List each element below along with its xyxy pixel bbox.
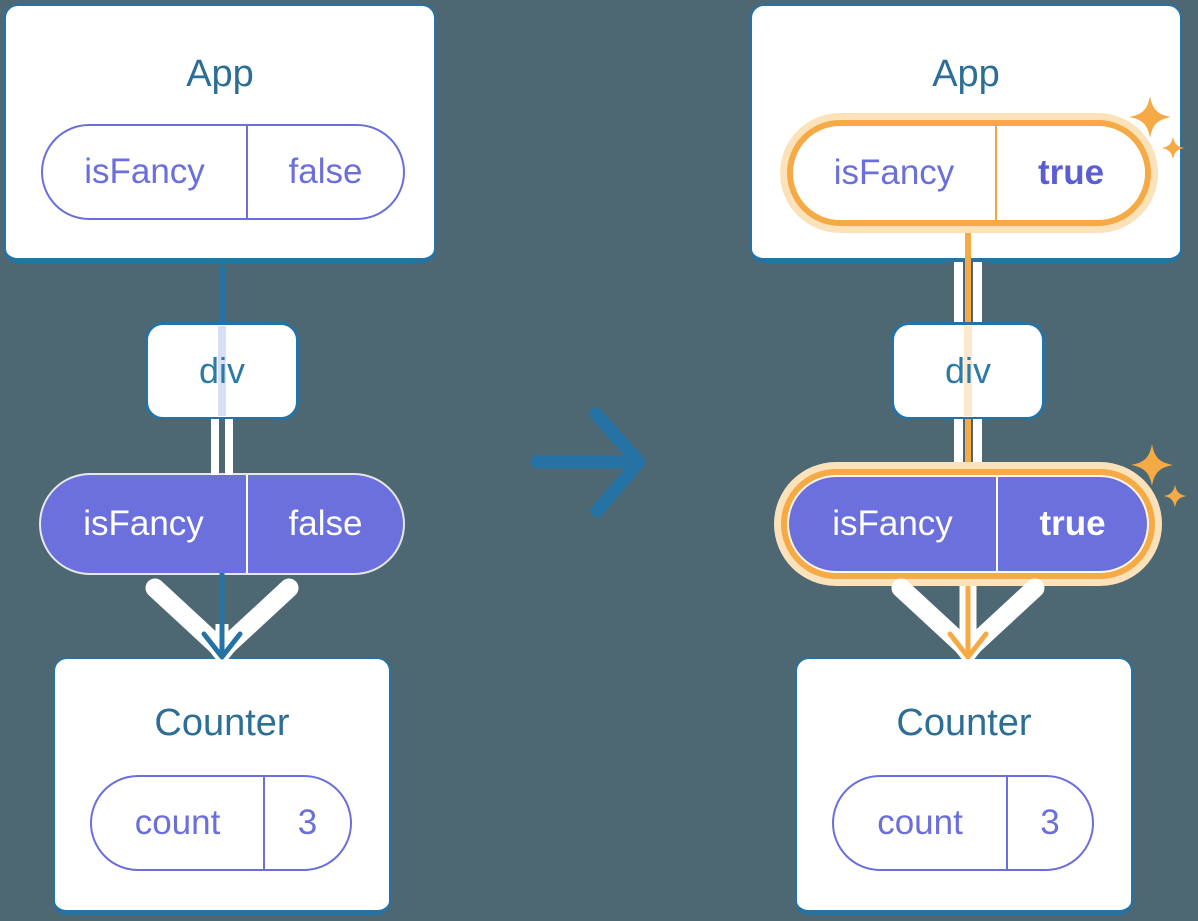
- edge-through-div: [218, 326, 226, 416]
- state-pill-highlighted: isFancy true: [787, 120, 1151, 226]
- state-flow-line: [954, 262, 963, 324]
- prop-key: isFancy: [41, 475, 248, 573]
- count-pill: count 3: [832, 775, 1094, 871]
- down-arrow-icon: [145, 573, 299, 663]
- state-flow-line: [965, 419, 971, 471]
- prop-value: true: [1039, 504, 1106, 543]
- prop-pipe: [211, 419, 219, 477]
- tree-edge: [219, 265, 225, 325]
- prop-pipe: [225, 419, 233, 477]
- count-value: 3: [1040, 803, 1060, 842]
- count-value: 3: [297, 803, 318, 842]
- state-flow-line: [954, 419, 963, 471]
- count-key: count: [834, 777, 1008, 869]
- state-flow-line: [973, 419, 982, 471]
- count-pill: count 3: [90, 775, 352, 871]
- prop-pill-highlighted: isFancy true: [789, 477, 1147, 571]
- state-flow-line: [973, 262, 982, 324]
- counter-title: Counter: [896, 702, 1032, 744]
- prop-value: false: [288, 504, 363, 543]
- div-label: div: [198, 350, 246, 391]
- prop-key: isFancy: [789, 477, 998, 571]
- div-label: div: [944, 350, 992, 391]
- state-key: isFancy: [793, 126, 997, 220]
- sparkles-icon: [1131, 444, 1187, 508]
- app-title: App: [932, 53, 1000, 95]
- down-arrow-icon: [891, 578, 1045, 663]
- state-key: isFancy: [43, 126, 248, 218]
- counter-title: Counter: [154, 702, 290, 744]
- sparkles-icon: [1129, 96, 1185, 160]
- app-title: App: [186, 53, 254, 95]
- right-arrow-icon: [530, 407, 646, 518]
- state-value: false: [288, 152, 363, 191]
- prop-pill: isFancy false: [41, 475, 403, 573]
- state-pill: isFancy false: [41, 124, 405, 220]
- edge-through-div: [964, 326, 972, 416]
- count-key: count: [92, 777, 265, 869]
- state-value: true: [1037, 153, 1105, 192]
- state-flow-line: [965, 262, 971, 324]
